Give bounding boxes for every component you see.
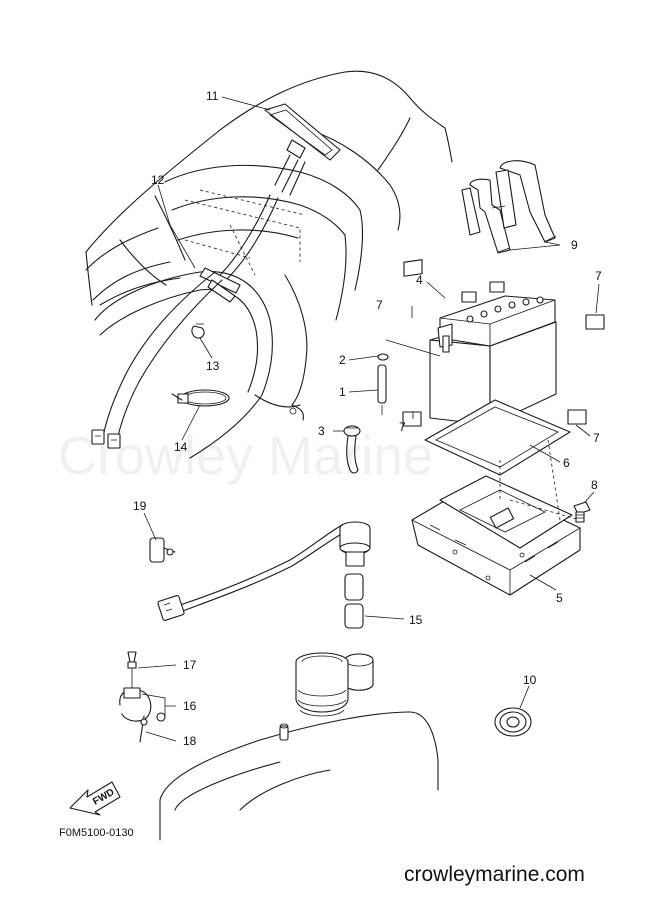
part-19-clip — [149, 537, 176, 563]
label-part-5: 5 — [556, 591, 563, 605]
part-4-battery — [385, 281, 557, 426]
label-part-6: 6 — [563, 456, 570, 470]
label-part-9: 9 — [571, 238, 578, 252]
label-part-10: 10 — [523, 673, 537, 687]
label-part-8: 8 — [591, 478, 598, 492]
part-16-clamp — [119, 687, 166, 722]
label-part-7-a: 7 — [376, 298, 383, 312]
label-part-18: 18 — [183, 734, 197, 748]
label-part-12: 12 — [151, 173, 165, 187]
label-part-14: 14 — [174, 440, 188, 454]
label-part-1: 1 — [339, 385, 346, 399]
part-number-labels: 11 12 13 14 2 1 3 4 7 7 7 7 9 6 8 5 10 1… — [133, 89, 602, 748]
label-part-19: 19 — [133, 499, 147, 513]
part-5-battery-box — [411, 439, 581, 596]
part-11-switch-panel — [264, 103, 341, 196]
part-14-cable-tie — [171, 389, 230, 407]
label-part-3: 3 — [318, 424, 325, 438]
label-part-7-b: 7 — [595, 269, 602, 283]
part-7-labels — [402, 259, 605, 427]
label-part-13: 13 — [206, 359, 220, 373]
label-part-7-d: 7 — [593, 431, 600, 445]
part-2-clamp — [377, 353, 389, 361]
part-12-wire-harness — [91, 194, 279, 449]
fuel-tank — [159, 652, 439, 841]
label-part-7-c: 7 — [399, 420, 406, 434]
part-10-grommet — [494, 707, 532, 737]
label-part-2: 2 — [339, 353, 346, 367]
drawing-code: F0M5100-0130 — [59, 827, 134, 839]
part-6-battery-pad — [424, 399, 571, 476]
part-13-clip — [191, 323, 205, 339]
part-18-pin — [139, 715, 148, 743]
fwd-arrow-icon: FWD — [69, 781, 121, 816]
label-part-4: 4 — [416, 273, 423, 287]
label-part-11: 11 — [206, 89, 219, 103]
part-17-bolt — [127, 651, 137, 688]
part-8-bolt — [573, 501, 591, 523]
label-part-16: 16 — [183, 699, 197, 713]
label-part-17: 17 — [183, 658, 197, 672]
part-3-clip — [343, 425, 361, 474]
part-15-fuel-sender — [157, 521, 374, 691]
hull-outline — [85, 70, 453, 459]
label-part-15: 15 — [409, 613, 423, 627]
leader-lines — [137, 96, 600, 742]
site-url: crowleymarine.com — [404, 863, 585, 886]
part-9-battery-band — [461, 160, 557, 254]
part-1-breather-pipe — [377, 364, 387, 415]
